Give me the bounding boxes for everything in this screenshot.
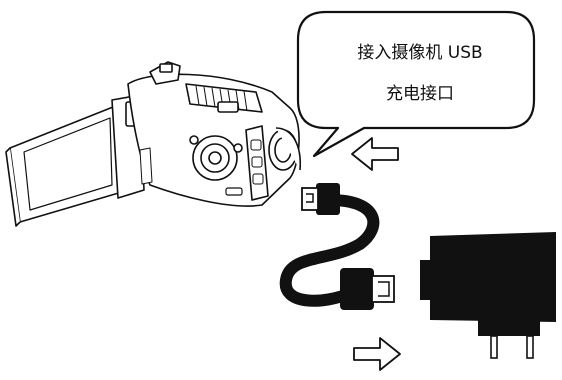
camcorder-icon — [5, 61, 301, 227]
callout-text-line-2: 充电接口 — [386, 84, 454, 104]
callout-text-line-1: 接入摄像机 USB — [357, 43, 483, 63]
arrow-left-icon — [351, 137, 399, 171]
arrow-right-icon — [353, 337, 401, 371]
callout-bubble — [296, 10, 536, 158]
usb-cable-icon — [279, 183, 395, 310]
power-adapter-icon — [420, 232, 556, 359]
